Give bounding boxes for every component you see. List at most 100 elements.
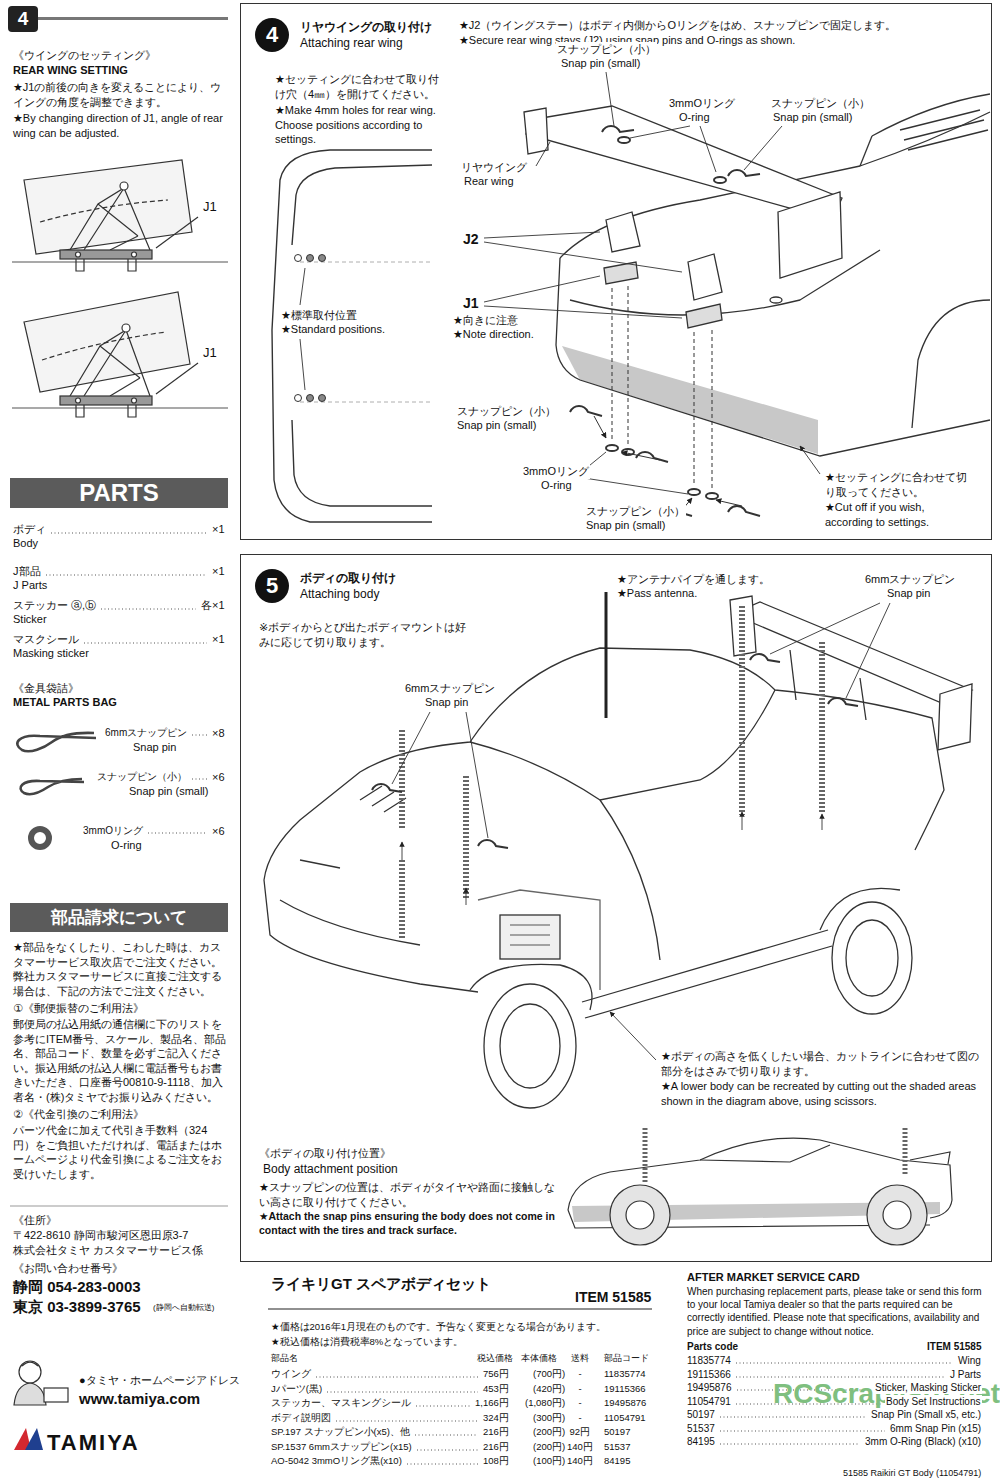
section-band: PARTS xyxy=(10,478,228,508)
section-heading: 《ボディの取り付け位置》 xyxy=(258,1146,392,1161)
part-name: Snap pin xyxy=(424,695,469,710)
note-text: ●タミヤ・ホームページアドレス xyxy=(78,1373,241,1388)
body-top-view xyxy=(319,395,326,402)
dotted-leader xyxy=(415,1435,478,1436)
dotted-leader xyxy=(720,1444,860,1445)
quantity: 各×1 xyxy=(200,598,226,613)
dotted-leader xyxy=(736,1377,945,1378)
part-name: 6mmスナップピン xyxy=(104,726,188,739)
leader-line xyxy=(392,712,430,784)
separator-line xyxy=(10,1206,228,1207)
wing-setting-figure xyxy=(12,160,228,271)
rear-wing-part xyxy=(618,137,630,143)
snap-pin-part xyxy=(372,654,858,848)
callout-text: ★標準取付位置 xyxy=(280,308,358,323)
brand-logo: TAMIYA xyxy=(46,1428,141,1457)
snap-pin-icon xyxy=(17,733,96,751)
note-text: ★部品をなくしたり、こわした時は、カスタマーサービス取次店でご注文ください。弊社… xyxy=(12,940,230,998)
part-name: Snap pin (small) xyxy=(772,110,853,125)
part-name: ボディ xyxy=(12,522,47,537)
snap-pin-icon xyxy=(21,779,84,794)
wing-setting-figure xyxy=(60,396,152,405)
table-cell: SP.197 スナップピン小(x5)、他 xyxy=(270,1426,411,1439)
car-body-illustration xyxy=(846,920,898,996)
step-title: ボディの取り付け xyxy=(299,570,397,587)
car-body-illustration xyxy=(500,1004,560,1088)
leader-line xyxy=(770,603,880,654)
note-text: ★税込価格は消費税率8%となっています。 xyxy=(270,1336,464,1349)
note-text: ★価格は2016年1月現在のものです。予告なく変更となる場合があります。 xyxy=(270,1321,607,1334)
leader-line xyxy=(630,126,716,172)
wing-setting-figure xyxy=(42,332,166,360)
section-heading: REAR WING SETTING xyxy=(12,63,129,78)
table-cell: ボディ説明図 xyxy=(270,1412,332,1425)
leader-line xyxy=(822,814,823,830)
table-cell: ウイング xyxy=(270,1368,312,1381)
car-body-illustration xyxy=(585,946,832,1018)
note-text: 郵便局の払込用紙の通信欄に下のリストを参考にITEM番号、スケール、製品名、部品… xyxy=(12,1017,230,1104)
dotted-leader xyxy=(316,1377,478,1378)
body-side-view xyxy=(610,1185,670,1245)
antenna-pipe xyxy=(605,592,608,718)
dotted-leader xyxy=(148,833,207,834)
leader-line xyxy=(610,1012,656,1060)
step-number: 5 xyxy=(255,569,289,603)
wing-setting-figure xyxy=(156,363,198,394)
note-text: (静岡へ自動転送) xyxy=(152,1303,215,1314)
note-text: ★J1の前後の向きを変えることにより、ウイングの角度を調整できます。 xyxy=(12,80,230,109)
wing-setting-figure xyxy=(12,261,228,262)
table-header: 税込価格 xyxy=(476,1353,514,1365)
o-ring-icon xyxy=(31,829,49,847)
tamiya-star-logo xyxy=(25,1428,43,1450)
part-name: J部品 xyxy=(12,564,42,579)
section-heading: Body attachment position xyxy=(262,1162,399,1178)
item-number: ITEM 51585 xyxy=(574,1288,652,1306)
section-heading: ①《郵便振替のご利用法》 xyxy=(12,1001,145,1016)
snap-pin-part xyxy=(688,489,700,495)
body-top-view xyxy=(272,150,432,522)
separator-line xyxy=(10,1206,228,1207)
section-heading: 《ウイングのセッティング》 xyxy=(12,48,157,63)
title-rule xyxy=(268,1309,652,1310)
rear-wing-part xyxy=(524,106,842,278)
quantity: ×8 xyxy=(211,726,226,741)
body-side-view xyxy=(867,1185,927,1245)
table-cell: 6mm Snap Pin (x15) xyxy=(889,1422,982,1435)
title-rule xyxy=(268,1308,652,1309)
note-text: When purchasing replacement parts, pleas… xyxy=(686,1285,988,1338)
quantity: ×6 xyxy=(211,824,226,839)
part-name: Snap pin (small) xyxy=(585,518,666,533)
car-body-illustration xyxy=(600,800,660,960)
wing-stay-part xyxy=(688,254,722,300)
leader-line xyxy=(484,232,682,272)
dotted-leader xyxy=(720,1417,866,1418)
section-band: 部品請求について xyxy=(10,903,228,932)
dotted-leader xyxy=(84,643,207,644)
rear-wing-illustration xyxy=(938,684,972,750)
table-cell: 324円 xyxy=(482,1412,510,1425)
table-cell: 19495876 xyxy=(603,1397,647,1410)
wing-setting-figure xyxy=(12,292,228,417)
car-body-illustration xyxy=(832,902,912,1014)
note-text: ★スナップピンの位置は、ボディがタイヤや路面に接触しない高さに取り付けてください… xyxy=(258,1180,558,1209)
leader-line xyxy=(742,812,743,830)
table-cell: 51537 xyxy=(686,1422,716,1435)
section-rule xyxy=(8,17,228,20)
table-cell: 11054791 xyxy=(603,1412,647,1425)
callout-text: ★アンテナパイプを通します。 xyxy=(616,572,771,587)
leader-line xyxy=(466,888,467,905)
wing-setting-figure xyxy=(70,188,150,250)
dotted-leader xyxy=(720,1431,885,1432)
note-text: ★セッティングに合わせて取り付け穴（4㎜）を開けてください。 xyxy=(274,72,441,101)
wing-stay-part xyxy=(686,304,722,328)
dotted-leader xyxy=(101,609,196,610)
body-side-view xyxy=(626,1201,654,1229)
car-body-illustration xyxy=(264,648,944,880)
part-name: スナップピン（小） xyxy=(556,42,657,57)
part-name: スナップピン（小） xyxy=(770,96,871,111)
part-name: Snap pin xyxy=(886,586,931,601)
part-name: O-ring xyxy=(110,838,143,853)
part-name: 3mmOリング xyxy=(522,464,590,479)
wing-stay-part xyxy=(604,262,638,284)
table-cell: Jパーツ(黒) xyxy=(270,1383,323,1396)
